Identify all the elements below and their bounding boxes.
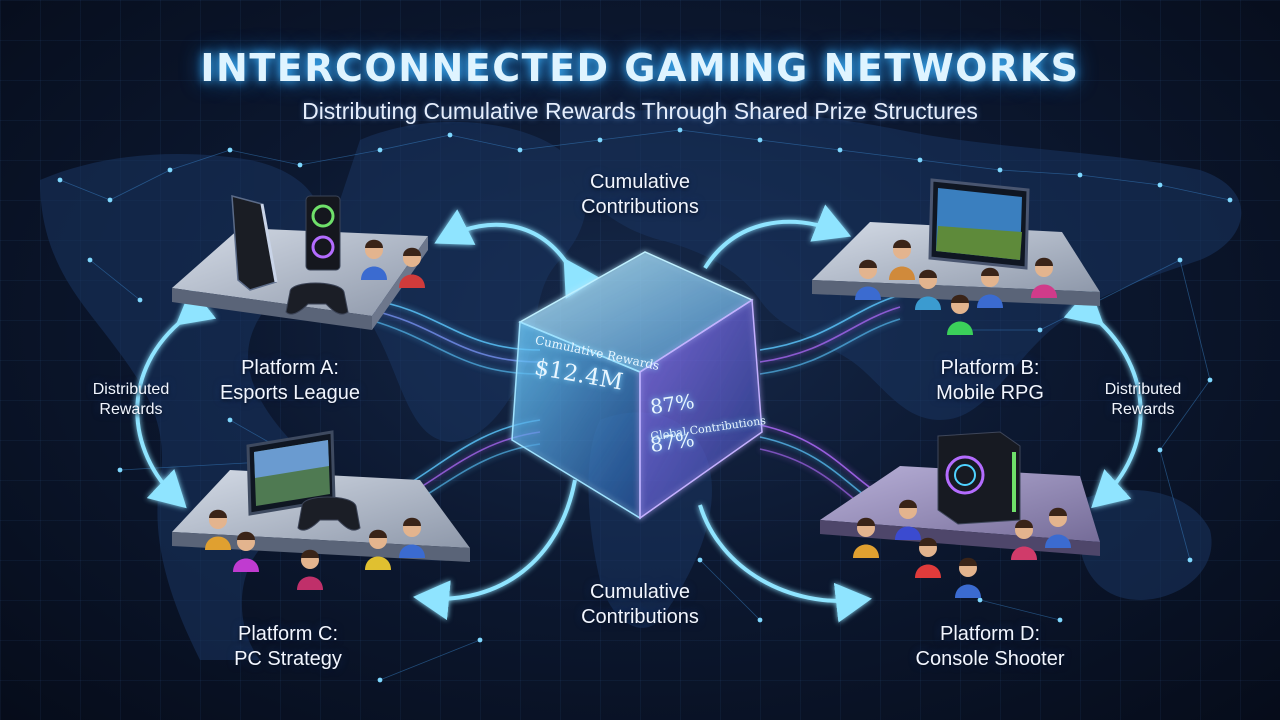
network-node — [977, 597, 983, 603]
player-avatar-icon — [915, 537, 941, 578]
network-node — [167, 167, 173, 173]
network-node — [1057, 617, 1063, 623]
arrow-top-left — [434, 209, 600, 299]
flow-label-left: Distributed Rewards — [92, 381, 170, 418]
network-node — [87, 257, 93, 263]
network-node — [1187, 557, 1193, 563]
network-node — [597, 137, 603, 143]
platform-b-label: Platform B: Mobile RPG — [936, 357, 1044, 404]
player-avatars — [205, 239, 1071, 598]
platform-d-label: Platform D: Console Shooter — [915, 623, 1065, 670]
page-title: INTERCONNECTED GAMING NETWORKS — [200, 46, 1080, 90]
player-avatar-icon — [853, 517, 879, 558]
network-node — [1207, 377, 1213, 383]
network-node — [377, 147, 383, 153]
player-avatar-icon — [915, 269, 941, 310]
pc-tower-icon — [305, 195, 341, 271]
flow-label-right: Distributed Rewards — [1104, 381, 1182, 418]
network-node — [297, 162, 303, 168]
console-icon — [231, 195, 278, 291]
network-node — [1077, 172, 1083, 178]
player-avatar-icon — [365, 529, 391, 570]
player-avatar-icon — [1031, 257, 1057, 298]
player-avatar-icon — [205, 509, 231, 550]
gamepad-icon — [285, 282, 349, 315]
player-avatar-icon — [361, 239, 387, 280]
network-node — [917, 157, 923, 163]
arrow-right-side — [1063, 287, 1143, 509]
data-streams — [369, 294, 901, 525]
player-avatar-icon — [855, 259, 881, 300]
reward-hub-cube — [511, 251, 763, 520]
tablet-icon — [928, 178, 1030, 270]
player-avatar-icon — [947, 294, 973, 335]
flow-label-bottom: Cumulative Contributions — [581, 581, 699, 628]
network-node — [227, 147, 233, 153]
platform-a-label: Platform A: Esports League — [219, 357, 361, 404]
pc-tower-icon — [937, 431, 1021, 525]
network-node — [227, 417, 233, 423]
network-node — [697, 557, 703, 563]
monitor-icon — [246, 430, 336, 516]
flow-label-top: Cumulative Contributions — [581, 171, 699, 218]
player-avatar-icon — [1045, 507, 1071, 548]
arrow-bottom-right — [698, 504, 872, 623]
arrow-top-right — [703, 204, 852, 270]
player-avatar-icon — [297, 549, 323, 590]
network-node — [117, 467, 123, 473]
player-avatar-icon — [399, 247, 425, 288]
page-subtitle: Distributing Cumulative Rewards Through … — [302, 98, 978, 124]
network-node — [997, 167, 1003, 173]
player-avatar-icon — [1011, 519, 1037, 560]
network-node — [107, 197, 113, 203]
player-avatar-icon — [889, 239, 915, 280]
network-node — [1157, 182, 1163, 188]
player-avatar-icon — [399, 517, 425, 558]
gamepad-icon — [297, 496, 361, 531]
player-avatar-icon — [955, 557, 981, 598]
network-node — [677, 127, 683, 133]
network-node — [1037, 327, 1043, 333]
player-avatar-icon — [895, 499, 921, 540]
platform-c — [172, 430, 470, 562]
player-avatar-icon — [233, 531, 259, 572]
network-node — [477, 637, 483, 643]
network-node — [1227, 197, 1233, 203]
arrow-left-side — [135, 287, 217, 509]
platform-c-label: Platform C: PC Strategy — [234, 623, 342, 670]
player-avatar-icon — [977, 267, 1003, 308]
network-node — [757, 617, 763, 623]
network-node — [447, 132, 453, 138]
network-node — [1157, 447, 1163, 453]
platform-a — [172, 195, 428, 330]
network-node — [1177, 257, 1183, 263]
network-node — [757, 137, 763, 143]
network-node — [377, 677, 383, 683]
network-node — [137, 297, 143, 303]
network-node — [517, 147, 523, 153]
network-node — [57, 177, 63, 183]
flow-arrows — [135, 204, 1143, 623]
network-node — [837, 147, 843, 153]
arrow-bottom-left — [413, 479, 577, 621]
platform-b — [812, 178, 1100, 306]
